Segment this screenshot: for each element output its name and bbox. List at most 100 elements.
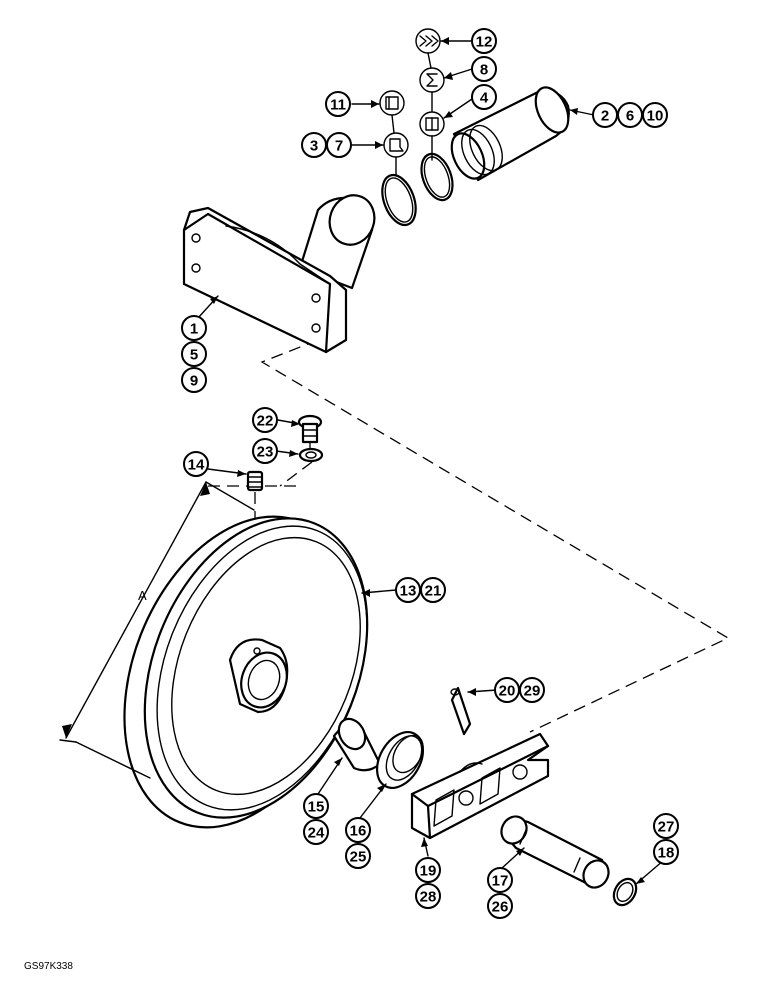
callout-circle — [653, 813, 679, 839]
callout-circle — [303, 793, 329, 819]
dimension-a: A — [59, 481, 255, 779]
callout-2: 2 — [592, 102, 618, 128]
callout-circle — [181, 315, 207, 341]
callout-16: 16 — [345, 817, 371, 843]
callout-number: 18 — [658, 845, 675, 862]
callout-number: 3 — [310, 138, 318, 155]
callout-number: 11 — [330, 97, 346, 114]
snap-ring — [612, 877, 638, 907]
callout-number: 20 — [499, 683, 516, 700]
callout-number: 27 — [658, 819, 675, 836]
callout-circle — [345, 817, 371, 843]
callout-11: 11 — [325, 91, 351, 117]
callout-23: 23 — [252, 438, 278, 464]
callout-number: 23 — [257, 444, 274, 461]
callout-21: 21 — [420, 577, 446, 603]
callout-circle — [303, 819, 329, 845]
callout-circle — [471, 28, 497, 54]
notched-box-symbol-icon — [383, 132, 409, 158]
callout-circle — [487, 893, 513, 919]
callout-circle — [519, 677, 545, 703]
washer — [298, 447, 324, 463]
callout-circle — [181, 367, 207, 393]
callout-13: 13 — [395, 577, 421, 603]
callout-number: 15 — [308, 799, 325, 816]
split-box-symbol-icon — [419, 111, 445, 137]
drawing-code: GS97K338 — [24, 961, 73, 972]
callout-6: 6 — [617, 102, 643, 128]
idler-pin — [450, 86, 570, 182]
callout-circle — [415, 857, 441, 883]
idler-shaft-bracket — [182, 194, 376, 354]
callout-number: 13 — [400, 583, 417, 600]
callout-28: 28 — [415, 883, 441, 909]
callout-29: 29 — [519, 677, 545, 703]
callout-circle — [471, 56, 497, 82]
callout-number: 26 — [492, 899, 509, 916]
callout-number: 14 — [188, 457, 205, 474]
callout-circle — [252, 438, 278, 464]
callout-1: 1 — [181, 315, 207, 341]
callout-circle — [653, 839, 679, 865]
callout-number: 25 — [350, 849, 367, 866]
yoke-pin — [500, 815, 610, 889]
sigma-symbol-icon — [419, 67, 445, 93]
callout-20: 20 — [494, 677, 520, 703]
callout-18: 18 — [653, 839, 679, 865]
open-box-symbol-icon — [379, 90, 405, 116]
bolt — [297, 414, 323, 444]
roll-pin — [450, 686, 472, 736]
callout-number: 17 — [492, 873, 509, 890]
callout-number: 6 — [626, 108, 634, 125]
callout-9: 9 — [181, 367, 207, 393]
callout-circle — [642, 102, 668, 128]
callout-circle — [183, 451, 209, 477]
callout-circle — [345, 843, 371, 869]
callout-number: 9 — [190, 373, 198, 390]
callout-number: 19 — [420, 863, 437, 880]
double-chevron-symbol-icon — [415, 28, 441, 54]
callout-14: 14 — [183, 451, 209, 477]
callout-number: 22 — [257, 413, 274, 430]
callout-number: 1 — [190, 321, 198, 338]
callout-number: 4 — [480, 90, 489, 107]
callout-number: 28 — [420, 889, 437, 906]
callout-19: 19 — [415, 857, 441, 883]
callout-circle — [325, 91, 351, 117]
bushing — [332, 717, 382, 772]
callout-circle — [326, 132, 352, 158]
callout-7: 7 — [326, 132, 352, 158]
callout-number: 2 — [601, 108, 609, 125]
callout-circle — [181, 341, 207, 367]
callout-number: 5 — [190, 347, 198, 364]
callout-12: 12 — [471, 28, 497, 54]
callout-15: 15 — [303, 793, 329, 819]
callout-number: 7 — [335, 138, 343, 155]
callout-27: 27 — [653, 813, 679, 839]
leader-lines — [197, 37, 665, 885]
callout-number: 24 — [308, 825, 325, 842]
callout-17: 17 — [487, 867, 513, 893]
o-ring-right — [420, 152, 454, 202]
set-screw-plug — [246, 470, 264, 492]
callout-3: 3 — [301, 132, 327, 158]
service-symbols — [379, 28, 445, 177]
callout-circle — [415, 883, 441, 909]
callout-4: 4 — [471, 84, 497, 110]
callout-8: 8 — [471, 56, 497, 82]
callout-25: 25 — [345, 843, 371, 869]
callout-number: 12 — [476, 34, 493, 51]
callout-26: 26 — [487, 893, 513, 919]
callout-circle — [487, 867, 513, 893]
callout-number: 29 — [524, 683, 541, 700]
dimension-a-label: A — [138, 588, 147, 603]
callout-number: 10 — [647, 108, 664, 125]
o-ring-left — [381, 173, 417, 227]
callout-number: 8 — [480, 62, 488, 79]
callout-number: 21 — [425, 583, 442, 600]
callout-circle — [252, 407, 278, 433]
seal — [375, 731, 425, 789]
callout-number: 16 — [350, 823, 367, 840]
callout-24: 24 — [303, 819, 329, 845]
